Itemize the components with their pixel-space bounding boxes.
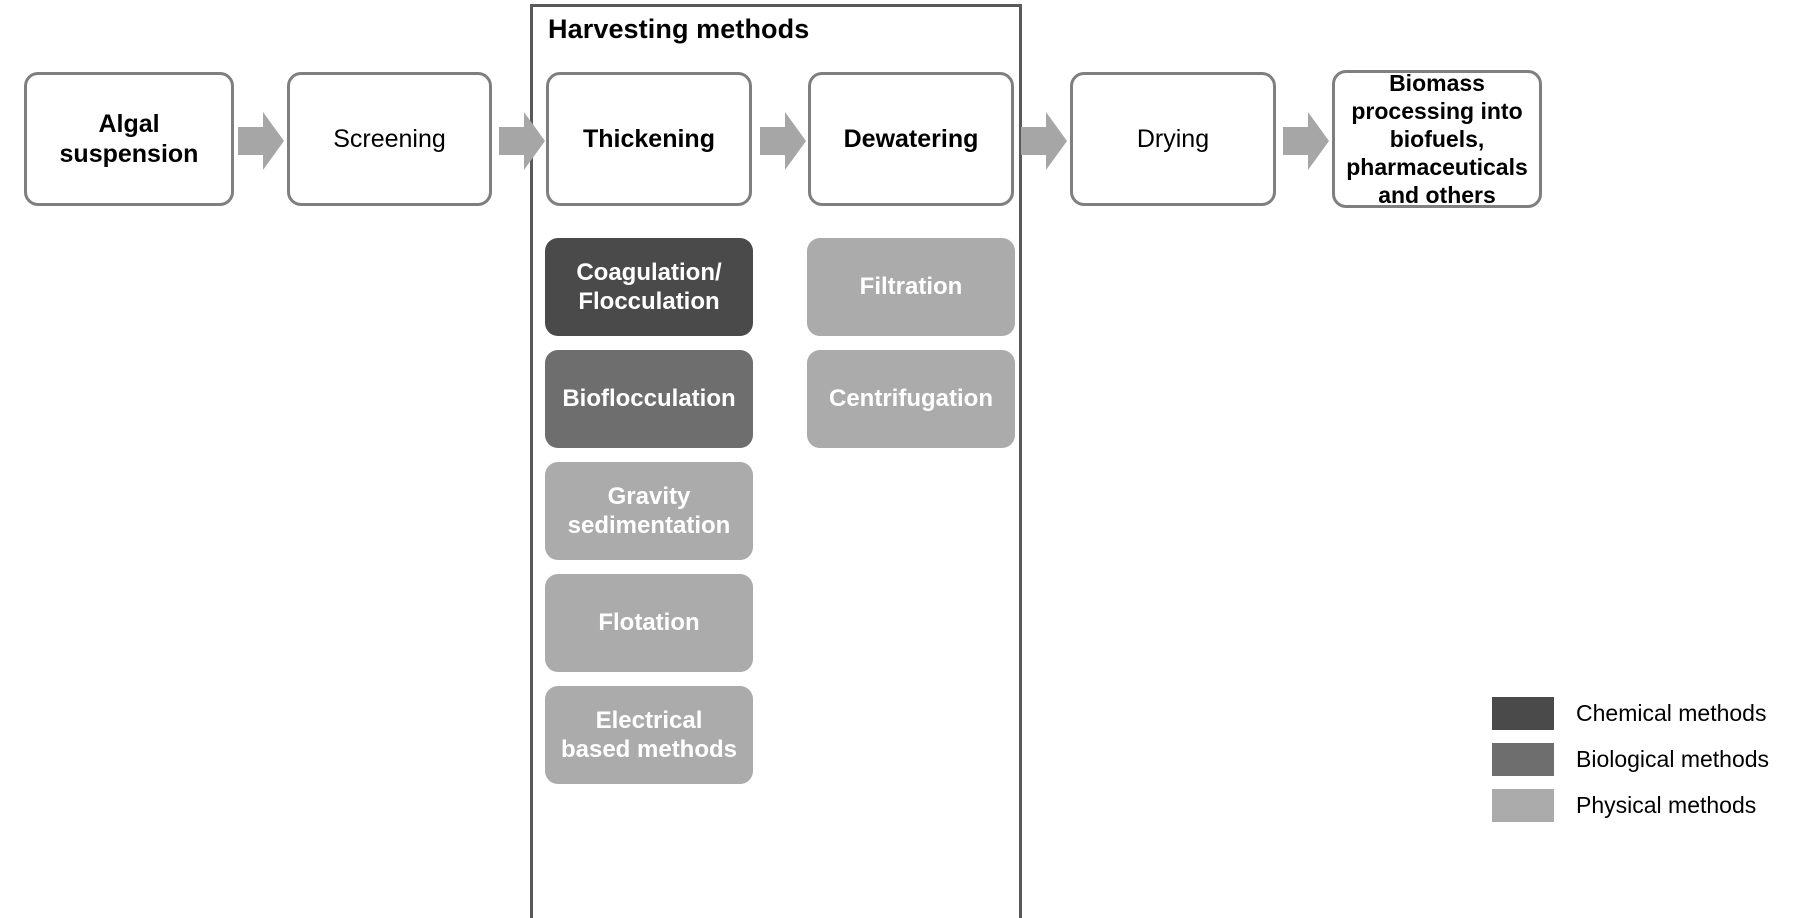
flow-arrow-icon-1 bbox=[238, 112, 284, 170]
flow-arrow-icon-3 bbox=[760, 112, 806, 170]
stage-box-screening[interactable]: Screening bbox=[287, 72, 492, 206]
stage-label-drying: Drying bbox=[1136, 124, 1210, 153]
stage-label-dewatering: Dewatering bbox=[843, 124, 979, 153]
method-label-bioflocculation: Bioflocculation bbox=[562, 385, 736, 413]
legend-swatch-chemical bbox=[1492, 696, 1554, 730]
flow-arrow-icon-5 bbox=[1283, 112, 1329, 170]
method-label-gravity-sedimentation: Gravity sedimentation bbox=[567, 482, 731, 539]
method-box-bioflocculation[interactable]: Bioflocculation bbox=[545, 350, 753, 448]
method-box-filtration[interactable]: Filtration bbox=[807, 238, 1015, 336]
flow-arrow-icon-2 bbox=[499, 112, 545, 170]
method-label-coagulation-flocculation: Coagulation/ Flocculation bbox=[576, 258, 722, 315]
method-label-centrifugation: Centrifugation bbox=[829, 385, 993, 413]
stage-box-biomass-processing[interactable]: Biomass processing into biofuels, pharma… bbox=[1332, 70, 1542, 208]
method-box-electrical-based-methods[interactable]: Electrical based methods bbox=[545, 686, 753, 784]
method-box-flotation[interactable]: Flotation bbox=[545, 574, 753, 672]
stage-box-drying[interactable]: Drying bbox=[1070, 72, 1276, 206]
method-box-gravity-sedimentation[interactable]: Gravity sedimentation bbox=[545, 462, 753, 560]
legend-label-physical: Physical methods bbox=[1576, 791, 1757, 818]
stage-box-dewatering[interactable]: Dewatering bbox=[808, 72, 1014, 206]
method-box-centrifugation[interactable]: Centrifugation bbox=[807, 350, 1015, 448]
legend-row-physical: Physical methods bbox=[1492, 782, 1769, 828]
stage-label-screening: Screening bbox=[333, 124, 446, 153]
method-label-filtration: Filtration bbox=[859, 273, 963, 301]
method-label-flotation: Flotation bbox=[598, 609, 700, 637]
legend-label-chemical: Chemical methods bbox=[1576, 699, 1767, 726]
method-label-electrical-based-methods: Electrical based methods bbox=[560, 706, 738, 763]
stage-box-algal-suspension[interactable]: Algal suspension bbox=[24, 72, 234, 206]
harvesting-methods-container bbox=[530, 4, 1022, 918]
harvesting-methods-title: Harvesting methods bbox=[548, 14, 810, 44]
legend-label-biological: Biological methods bbox=[1576, 745, 1770, 772]
stage-label-biomass-processing: Biomass processing into biofuels, pharma… bbox=[1346, 69, 1528, 209]
stage-box-thickening[interactable]: Thickening bbox=[546, 72, 752, 206]
stage-label-algal-suspension: Algal suspension bbox=[59, 109, 199, 169]
legend-swatch-biological bbox=[1492, 742, 1554, 776]
flow-arrow-icon-4 bbox=[1021, 112, 1067, 170]
legend-row-biological: Biological methods bbox=[1492, 736, 1769, 782]
legend-row-chemical: Chemical methods bbox=[1492, 690, 1769, 736]
legend-swatch-physical bbox=[1492, 788, 1554, 822]
method-box-coagulation-flocculation[interactable]: Coagulation/ Flocculation bbox=[545, 238, 753, 336]
stage-label-thickening: Thickening bbox=[583, 124, 715, 153]
